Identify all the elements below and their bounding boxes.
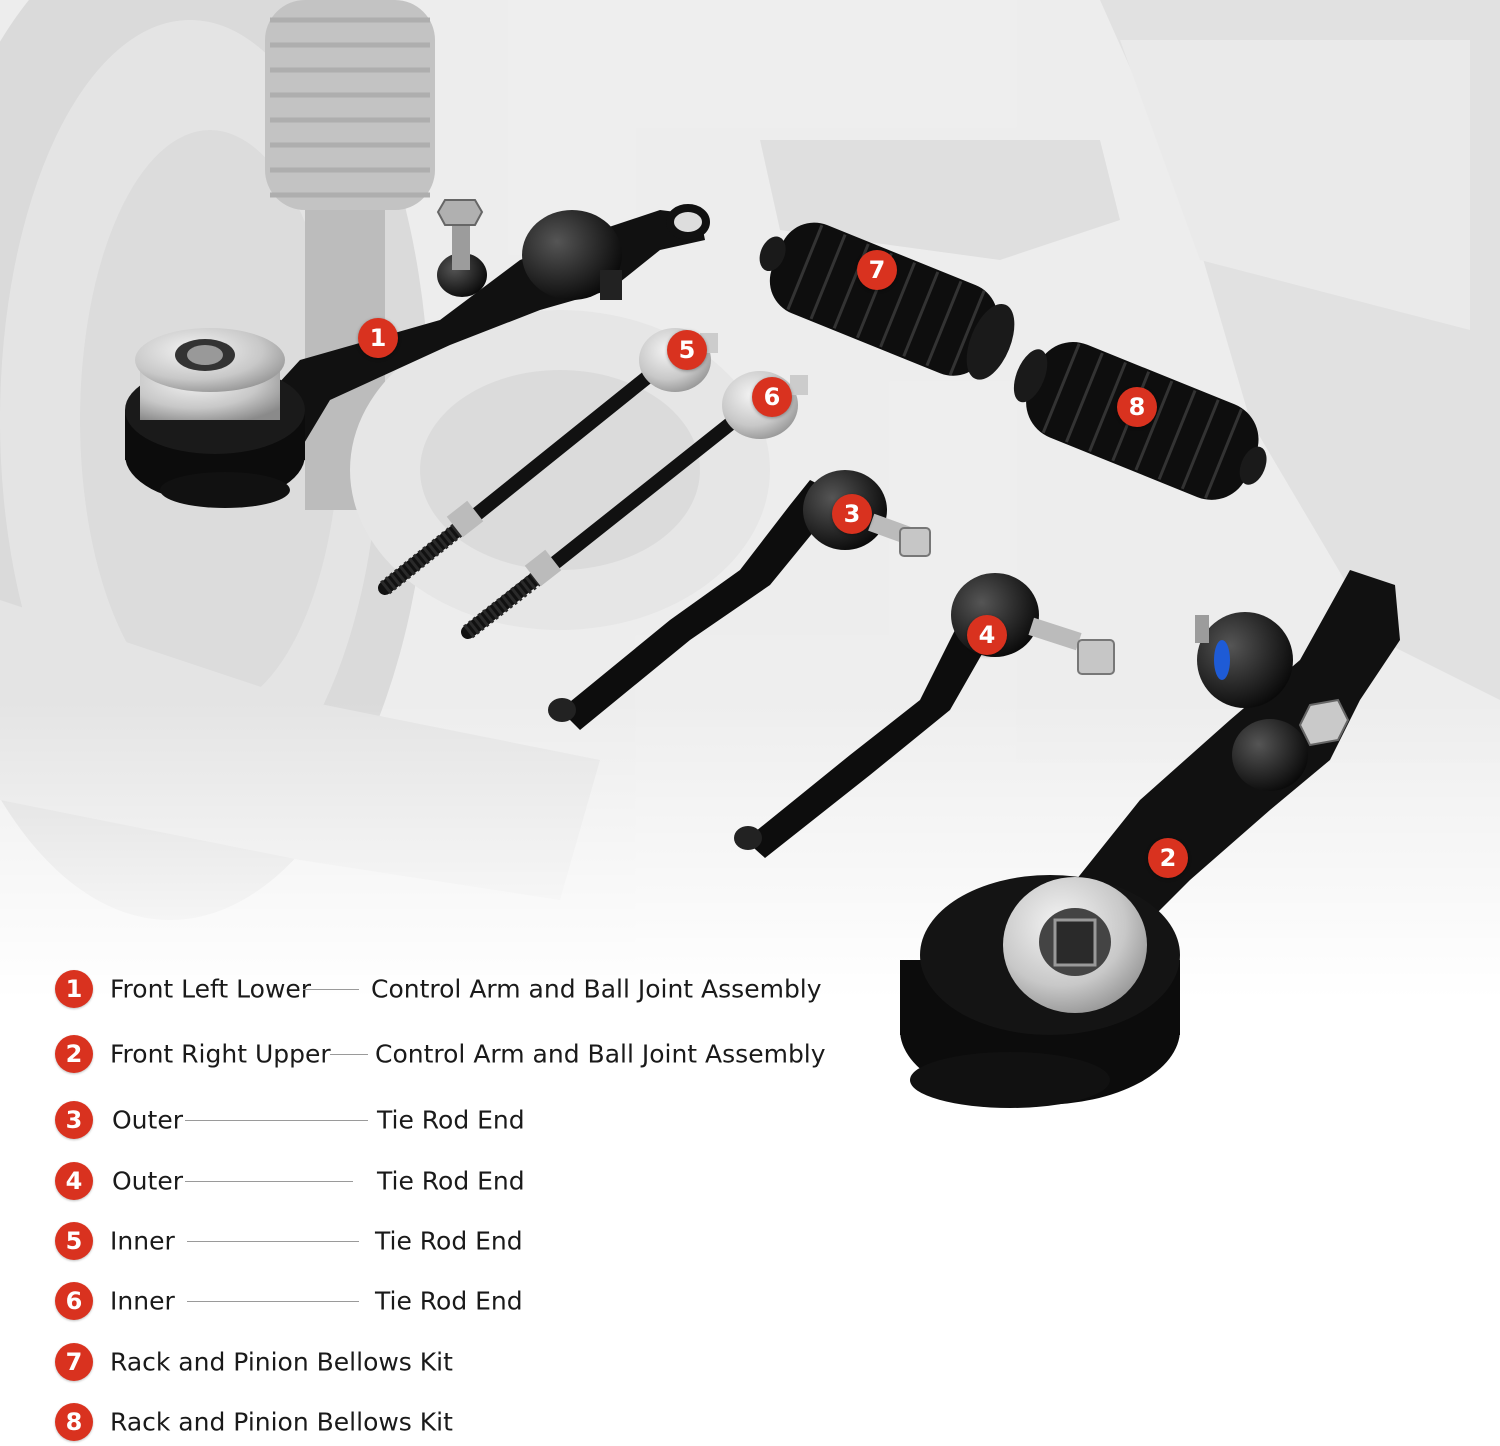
part-2-upper-control-arm (900, 570, 1400, 1108)
part-4-outer-tie-rod (734, 573, 1115, 858)
callout-badge-8: 8 (1117, 387, 1157, 427)
part-7-bellows (759, 222, 1015, 380)
callout-badge-7: 7 (857, 250, 897, 290)
callout-badge-1: 1 (358, 318, 398, 358)
callout-badge-4: 4 (967, 615, 1007, 655)
callout-badge-6: 6 (752, 377, 792, 417)
part-1-lower-control-arm (125, 199, 710, 508)
callout-badge-2: 2 (1148, 838, 1188, 878)
callout-badge-3: 3 (832, 494, 872, 534)
callout-badge-5: 5 (667, 330, 707, 370)
